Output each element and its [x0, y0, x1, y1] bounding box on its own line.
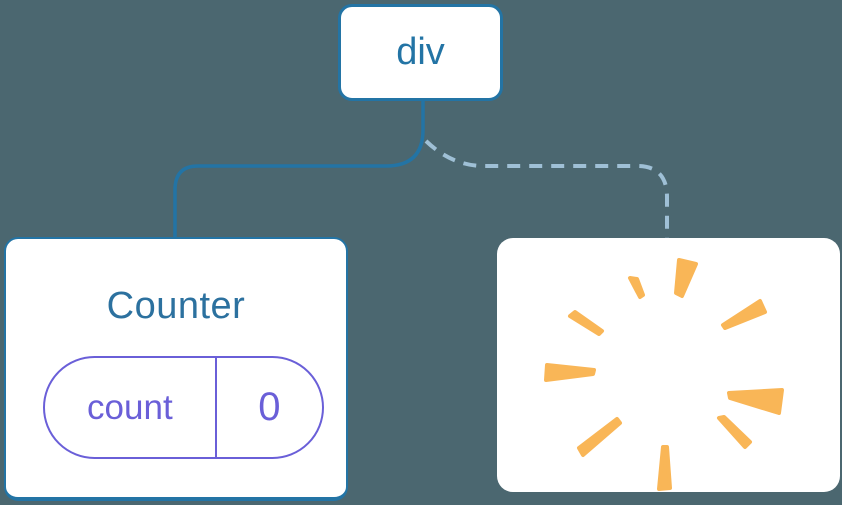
tree-node-counter: Counter count 0 — [4, 237, 348, 501]
tree-node-removed — [497, 238, 840, 492]
connector-dashed-line — [424, 139, 669, 239]
tree-node-div: div — [338, 4, 503, 101]
state-value-label: 0 — [258, 385, 281, 429]
poof-ray — [727, 388, 784, 415]
poof-starburst-icon — [544, 258, 784, 491]
poof-ray — [721, 299, 767, 330]
div-node-label: div — [396, 31, 445, 73]
poof-ray — [674, 258, 698, 298]
state-key-label: count — [45, 358, 217, 457]
poof-ray — [577, 417, 622, 457]
poof-ray — [628, 276, 645, 299]
connector-solid-line — [173, 98, 425, 240]
counter-component-name: Counter — [106, 285, 246, 327]
state-pill: count 0 — [43, 356, 324, 459]
poof-ray — [568, 310, 604, 336]
poof-ray — [717, 415, 752, 449]
poof-ray — [657, 445, 672, 491]
poof-ray — [544, 363, 596, 382]
